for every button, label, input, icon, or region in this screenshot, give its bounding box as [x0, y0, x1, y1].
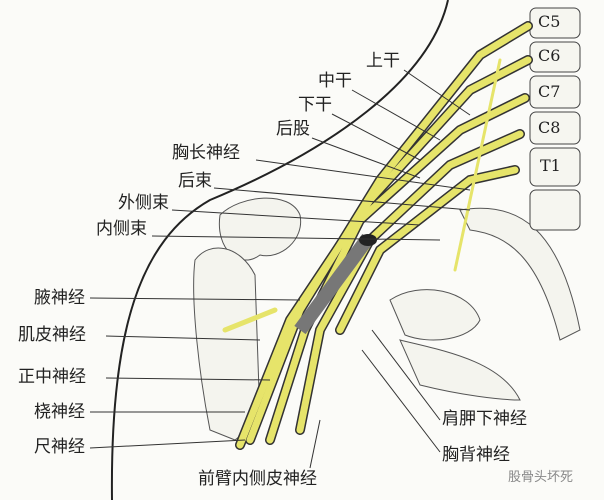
artery-cut-end — [359, 234, 377, 246]
label-radial-nerve: 桡神经 — [34, 402, 85, 422]
label-lateral-cord: 外侧束 — [118, 193, 169, 213]
vertebra-t1: T1 — [540, 156, 561, 175]
label-ulnar-nerve: 尺神经 — [34, 437, 85, 457]
watermark: 股骨头坏死 — [508, 470, 574, 485]
vertebra-c8: C8 — [538, 118, 561, 137]
label-axillary-nerve: 腋神经 — [34, 288, 85, 308]
humerus — [193, 247, 261, 441]
label-middle-trunk: 中干 — [318, 71, 352, 91]
label-medial-cord: 内侧束 — [96, 219, 147, 239]
label-posterior-division: 后股 — [276, 119, 310, 139]
label-medial-antebrachial-cutaneous-nerve: 前臂内侧皮神经 — [198, 469, 317, 489]
vertebral-column — [529, 7, 581, 231]
leader-lines — [89, 69, 471, 469]
label-upper-trunk: 上干 — [366, 51, 400, 71]
label-median-nerve: 正中神经 — [18, 367, 86, 387]
label-long-thoracic-nerve: 胸长神经 — [172, 143, 240, 163]
vertebra-c6: C6 — [538, 46, 561, 65]
label-posterior-cord: 后束 — [178, 171, 212, 191]
vertebra-c7: C7 — [538, 82, 561, 101]
rib — [399, 339, 521, 401]
vertebra-c5: C5 — [538, 12, 561, 31]
axillary-artery — [294, 233, 374, 335]
label-thoracodorsal-nerve: 胸背神经 — [442, 445, 510, 465]
label-subscapular-nerve: 肩胛下神经 — [442, 409, 527, 429]
label-musculocutaneous-nerve: 肌皮神经 — [18, 325, 86, 345]
nerves — [222, 21, 533, 450]
rib — [459, 207, 581, 341]
rib — [389, 289, 481, 341]
label-lower-trunk: 下干 — [298, 95, 332, 115]
